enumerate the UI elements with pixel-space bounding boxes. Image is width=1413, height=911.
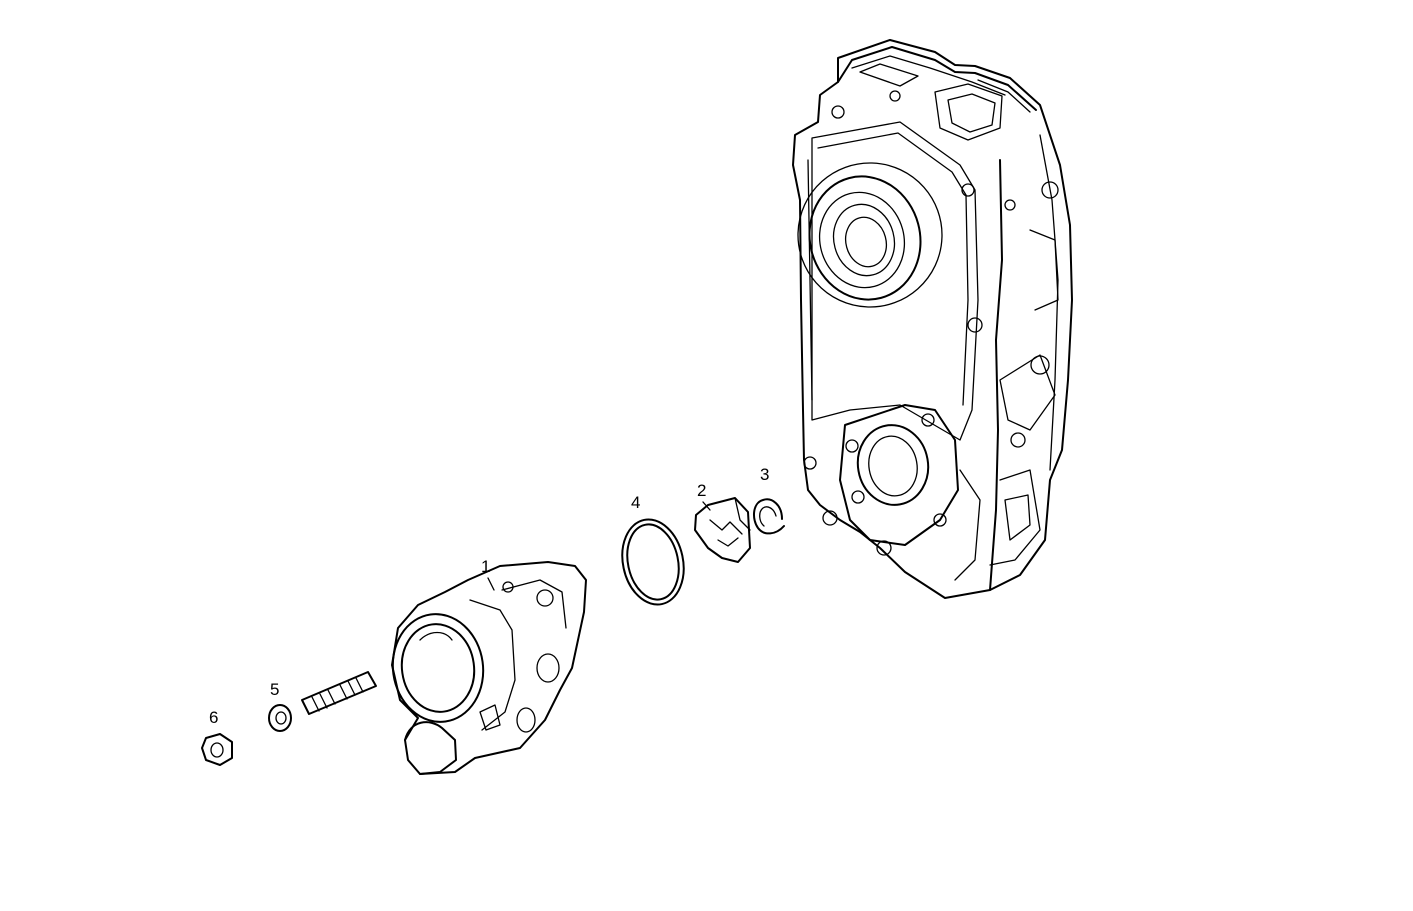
part-5-washer [268, 704, 292, 732]
callout-6: 6 [209, 708, 219, 727]
part-1-housing [391, 561, 587, 775]
leader-lines [487, 501, 711, 591]
callout-3: 3 [760, 465, 770, 484]
stud-bolt [301, 671, 377, 715]
part-3-snap-ring [753, 498, 785, 535]
part-6-nut [201, 733, 233, 766]
callout-2: 2 [697, 481, 707, 500]
callout-1: 1 [481, 557, 491, 576]
part-2-coupling [694, 497, 751, 563]
part-4-o-ring [621, 518, 685, 606]
callout-5: 5 [270, 680, 280, 699]
callout-4: 4 [631, 493, 641, 512]
gearbox-housing [792, 39, 1073, 599]
